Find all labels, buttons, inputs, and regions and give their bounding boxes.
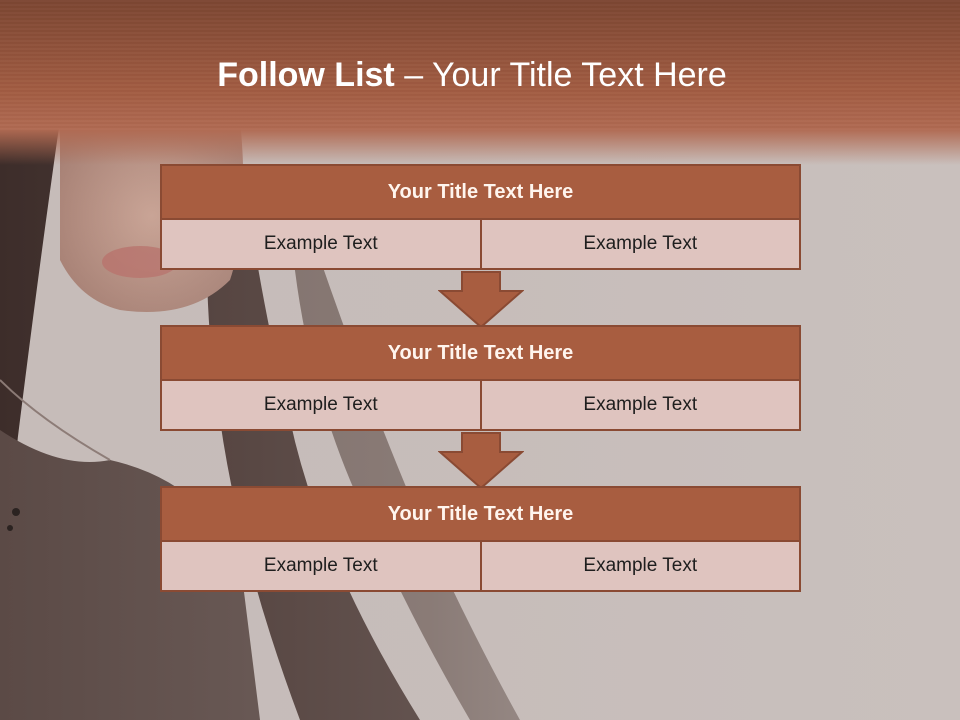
slide-title: Follow List – Your Title Text Here (0, 56, 944, 95)
arrow-down-icon (438, 432, 524, 490)
block-row: Example Text Example Text (160, 220, 801, 270)
title-rest: – Your Title Text Here (394, 56, 727, 94)
list-block-2: Your Title Text Here Example Text Exampl… (160, 325, 801, 431)
block-cell-right: Example Text (479, 381, 800, 429)
block-row: Example Text Example Text (160, 381, 801, 431)
block-cell-right: Example Text (479, 542, 800, 590)
block-cell-left: Example Text (263, 233, 378, 254)
list-block-1: Your Title Text Here Example Text Exampl… (160, 164, 801, 270)
block-heading: Your Title Text Here (160, 486, 801, 542)
block-heading: Your Title Text Here (160, 164, 801, 220)
list-block-3: Your Title Text Here Example Text Exampl… (160, 486, 801, 592)
header-stripes (0, 0, 960, 130)
title-bold: Follow List (217, 56, 395, 94)
block-cell-left: Example Text (263, 394, 378, 415)
block-row: Example Text Example Text (160, 542, 801, 592)
block-cell-left: Example Text (263, 555, 378, 576)
block-heading: Your Title Text Here (160, 325, 801, 381)
block-cell-right: Example Text (479, 220, 800, 268)
header-band (0, 0, 960, 165)
arrow-down-icon (438, 271, 524, 329)
